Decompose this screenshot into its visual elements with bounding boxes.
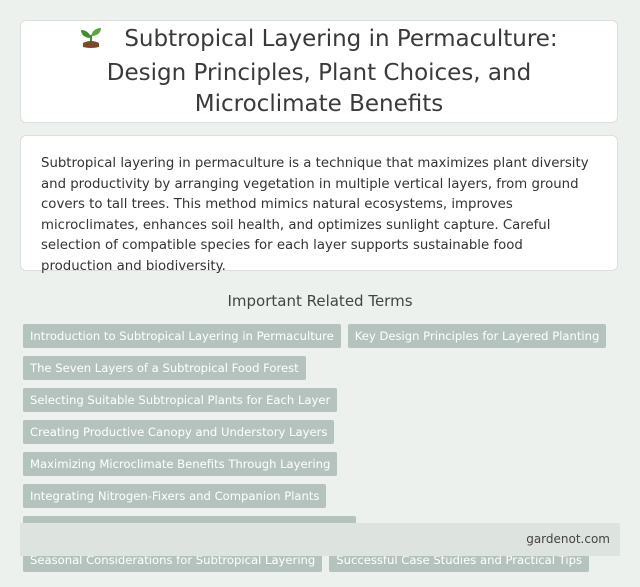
sprout-icon <box>80 25 102 58</box>
page-title: Subtropical Layering in Permaculture: De… <box>37 24 601 120</box>
related-term-chip[interactable]: Key Design Principles for Layered Planti… <box>347 324 607 348</box>
summary-text: Subtropical layering in permaculture is … <box>41 156 589 274</box>
related-term-chip[interactable]: Creating Productive Canopy and Understor… <box>23 420 335 444</box>
related-term-chip[interactable]: Maximizing Microclimate Benefits Through… <box>23 452 338 476</box>
footer-bar: gardenot.com <box>20 523 620 556</box>
related-terms-heading: Important Related Terms <box>227 292 413 310</box>
related-term-chip[interactable]: Introduction to Subtropical Layering in … <box>23 324 341 348</box>
related-terms-list: Introduction to Subtropical Layering in … <box>23 324 623 572</box>
summary-card: Subtropical layering in permaculture is … <box>20 135 618 274</box>
related-term-chip[interactable]: The Seven Layers of a Subtropical Food F… <box>23 356 306 380</box>
page-title-text: Subtropical Layering in Permaculture: De… <box>106 25 558 117</box>
related-term-chip[interactable]: Integrating Nitrogen-Fixers and Companio… <box>23 484 327 508</box>
related-term-chip[interactable]: Selecting Suitable Subtropical Plants fo… <box>23 388 338 412</box>
title-card: Subtropical Layering in Permaculture: De… <box>20 20 618 123</box>
footer-site-link[interactable]: gardenot.com <box>526 532 610 546</box>
